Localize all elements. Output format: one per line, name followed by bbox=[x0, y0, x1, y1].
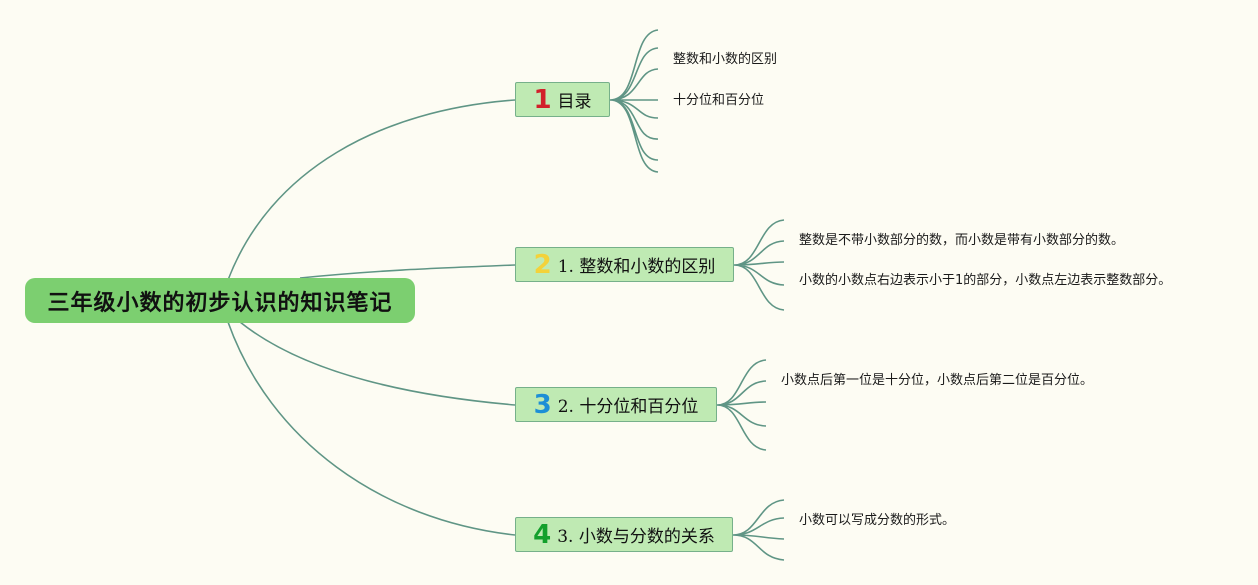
topic-2-leaf-2[interactable]: 小数的小数点右边表示小于1的部分，小数点左边表示整数部分。 bbox=[799, 273, 1172, 288]
topic-4-label: 3. 小数与分数的关系 bbox=[557, 527, 715, 547]
branch-root-topic-1 bbox=[227, 99, 516, 281]
topic-3-label: 2. 十分位和百分位 bbox=[557, 397, 699, 417]
fan-topic-3 bbox=[716, 359, 767, 451]
number-2-icon: 2 bbox=[533, 249, 552, 280]
root-title: 三年级小数的初步认识的知识笔记 bbox=[47, 290, 393, 316]
topic-4-leaf-1[interactable]: 小数可以写成分数的形式。 bbox=[799, 513, 956, 528]
branch-root-topic-4 bbox=[227, 321, 516, 536]
number-3-icon: 3 bbox=[533, 389, 552, 420]
topic-1[interactable]: 1 目录 bbox=[515, 82, 610, 117]
topic-2[interactable]: 2 1. 整数和小数的区别 bbox=[515, 247, 734, 282]
branch-root-topic-2 bbox=[299, 264, 516, 279]
topic-2-label: 1. 整数和小数的区别 bbox=[557, 257, 716, 277]
number-1-icon: 1 bbox=[533, 84, 552, 115]
topic-3-leaf-1[interactable]: 小数点后第一位是十分位，小数点后第二位是百分位。 bbox=[781, 373, 1094, 388]
topic-1-leaf-1[interactable]: 整数和小数的区别 bbox=[673, 52, 778, 67]
fan-topic-4 bbox=[732, 499, 785, 561]
topic-4[interactable]: 4 3. 小数与分数的关系 bbox=[515, 517, 733, 552]
fan-topic-1 bbox=[609, 29, 659, 173]
topic-1-label: 目录 bbox=[557, 92, 592, 112]
topic-2-leaf-1[interactable]: 整数是不带小数部分的数，而小数是带有小数部分的数。 bbox=[799, 233, 1125, 248]
topic-1-leaf-2[interactable]: 十分位和百分位 bbox=[673, 93, 765, 108]
number-4-icon: 4 bbox=[533, 519, 552, 550]
root-node[interactable]: 三年级小数的初步认识的知识笔记 bbox=[25, 278, 415, 323]
topic-3[interactable]: 3 2. 十分位和百分位 bbox=[515, 387, 717, 422]
branch-root-topic-3 bbox=[239, 321, 516, 406]
fan-topic-2 bbox=[733, 219, 785, 311]
